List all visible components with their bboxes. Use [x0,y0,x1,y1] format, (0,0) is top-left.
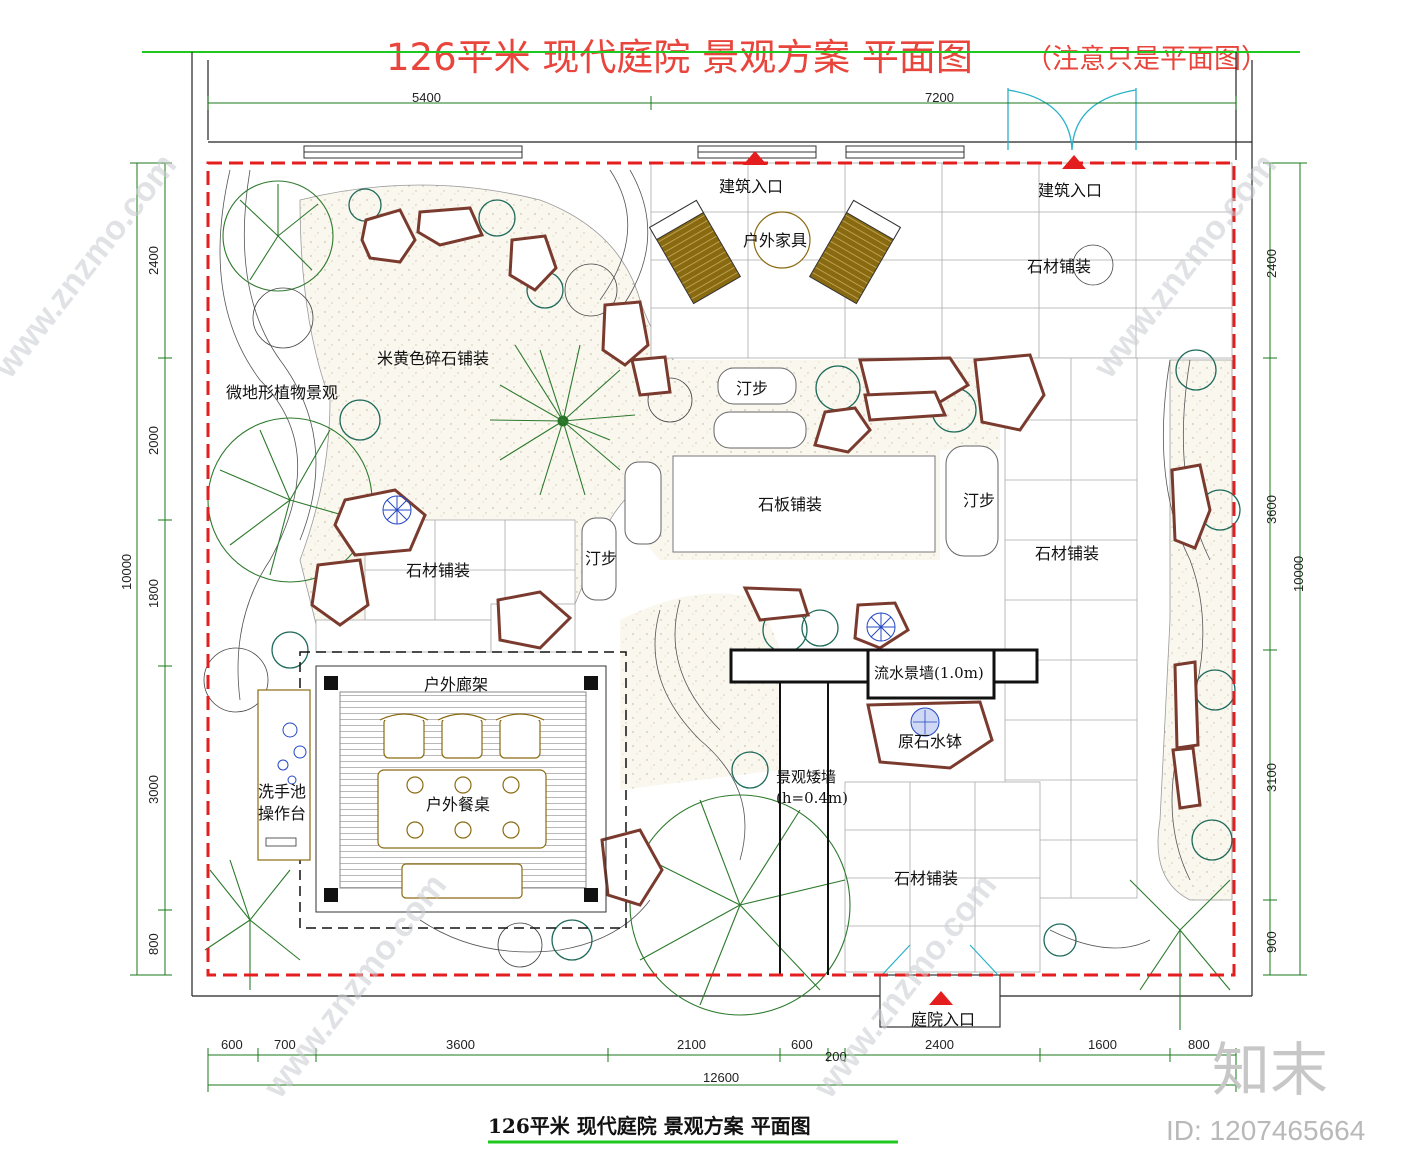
label-stone-paving-left: 石材铺装 [406,561,470,580]
label-entry-1: 建筑入口 [719,177,783,196]
bottom-title: 126平米 现代庭院 景观方案 平面图 [488,1114,811,1138]
label-stepping-2: 汀步 [585,549,617,568]
gravel-area-lower [620,593,780,790]
label-stone-bowl: 原石水钵 [898,732,962,751]
spiky-plant [489,344,636,496]
dim-left-2: 2000 [146,426,161,455]
watermark-brand: 知末 [1212,1036,1328,1104]
dim-right-1: 2400 [1264,249,1279,278]
label-entry-2: 建筑入口 [1038,181,1102,200]
watermark-id: ID: 1207465664 [1166,1115,1365,1146]
tree-large-1 [222,180,334,292]
label-outdoor-furniture: 户外家具 [743,231,807,250]
dining-table [377,769,547,849]
dim-top-1: 5400 [412,90,441,105]
water-bowl-icons [382,495,896,642]
water-wall [729,648,1039,700]
dim-bottom-4: 2100 [677,1037,706,1052]
sun-lounger-left [648,199,742,305]
dim-bottom-8: 1600 [1088,1037,1117,1052]
wash-counter [257,689,311,861]
watermark-site-2: www.znzmo.com [256,867,454,1106]
stone-paving-bottom [844,781,1041,973]
dim-right-4: 900 [1264,931,1279,953]
dim-bottom-total: 12600 [703,1070,739,1085]
label-stone-paving-top: 石材铺装 [1027,257,1091,276]
tree-large-3 [629,794,851,1016]
label-stepping-1: 汀步 [736,379,768,398]
label-gravel: 米黄色碎石铺装 [377,349,489,368]
label-wash-1: 洗手池 [258,782,306,801]
dim-right-3: 3100 [1264,763,1279,792]
site-boundary [206,161,1236,977]
label-micro-terrain: 微地形植物景观 [226,383,338,402]
tree-palm-1 [204,859,1231,1030]
dim-bottom-2: 700 [274,1037,296,1052]
dim-bottom-6: 200 [825,1049,847,1064]
sun-lounger-right [808,199,902,305]
dim-left-total: 10000 [119,554,134,590]
dim-right-total: 10000 [1291,556,1306,592]
plan-title-note: （注意只是平面图） [1025,44,1268,75]
pergola-sofas [379,713,545,759]
label-dining: 户外餐桌 [426,795,490,814]
stepping-stones [581,367,999,601]
rocks [310,206,1212,907]
label-stepping-3: 汀步 [963,491,995,510]
plan-title: 126平米 现代庭院 景观方案 平面图 [386,36,973,79]
label-pergola: 户外廊架 [424,675,488,694]
small-trees [203,244,1114,968]
dim-right-labels: 2400 3600 3100 900 10000 [1264,249,1306,953]
dim-top-2: 7200 [925,90,954,105]
dimension-ticks [130,162,1307,1092]
dim-left-1: 2400 [146,246,161,275]
label-slate: 石板铺装 [758,495,822,514]
label-stone-paving-right: 石材铺装 [1035,544,1099,563]
stone-paving-top [650,162,1233,359]
dim-left-labels: 2400 2000 1800 3000 800 10000 [119,246,161,955]
label-stone-paving-bottom: 石材铺装 [894,869,958,888]
building-outline [191,52,1253,997]
dim-bottom-5: 600 [791,1037,813,1052]
dim-bottom-7: 2400 [925,1037,954,1052]
label-low-wall-2: (h=0.4m) [776,789,848,807]
dim-bottom-3: 3600 [446,1037,475,1052]
label-wash-2: 操作台 [258,804,306,823]
gravel-area-right [1157,359,1233,901]
dim-right-2: 3600 [1264,495,1279,524]
dim-left-4: 3000 [146,775,161,804]
label-low-wall-1: 景观矮墙 [776,768,836,786]
door-swing-top [1007,88,1137,151]
side-table [753,211,811,269]
windows [303,145,965,159]
dimension-lines [136,96,1301,1086]
label-water-wall: 流水景墙(1.0m) [874,664,984,682]
bench [401,863,523,899]
slate-paving [672,455,936,553]
dim-left-5: 800 [146,933,161,955]
label-courtyard-entry: 庭院入口 [911,1010,975,1029]
dim-bottom-1: 600 [221,1037,243,1052]
dim-bottom-9: 800 [1188,1037,1210,1052]
entry-markers [743,151,1086,1005]
stone-bowl-icon [910,707,940,737]
dim-left-3: 1800 [146,579,161,608]
low-wall [779,682,829,975]
